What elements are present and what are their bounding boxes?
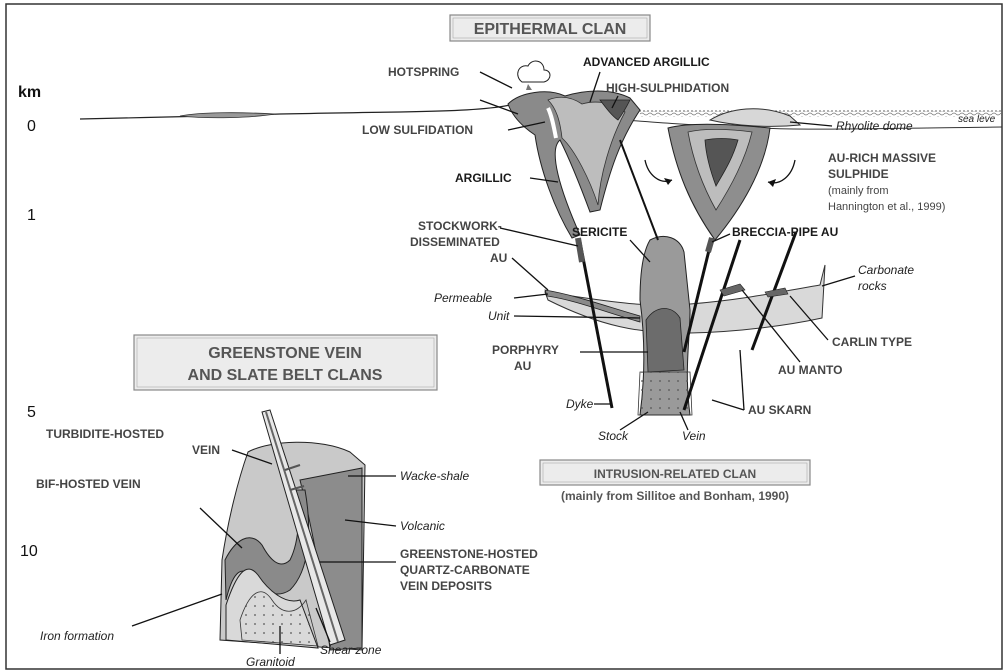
- label-low-sulfidation: LOW SULFIDATION: [362, 123, 473, 137]
- epithermal-clan-box: EPITHERMAL CLAN: [450, 15, 650, 41]
- label-carbonate-1: Carbonate: [858, 263, 914, 277]
- label-bif: BIF-HOSTED VEIN: [36, 477, 141, 491]
- epithermal-clan-title: EPITHERMAL CLAN: [474, 21, 627, 38]
- label-turbidite-2: VEIN: [192, 443, 220, 457]
- scale-unit: km: [18, 84, 41, 101]
- label-rhyolite-dome: Rhyolite dome: [836, 119, 913, 133]
- label-stockwork-3: AU: [490, 251, 507, 265]
- label-au-manto: AU MANTO: [778, 363, 842, 377]
- label-greenstone-hosted-3: VEIN DEPOSITS: [400, 579, 492, 593]
- label-unit: Unit: [488, 309, 510, 323]
- scale-tick-5: 5: [27, 404, 36, 421]
- intrusion-clan-source: (mainly from Sillitoe and Bonham, 1990): [561, 489, 789, 503]
- label-breccia-pipe: BRECCIA-PIPE AU: [732, 225, 838, 239]
- label-greenstone-hosted-1: GREENSTONE-HOSTED: [400, 547, 538, 561]
- scale-tick-0: 0: [27, 118, 36, 135]
- label-wacke-shale: Wacke-shale: [400, 469, 469, 483]
- label-stockwork-2: DISSEMINATED: [410, 235, 500, 249]
- greenstone-clan-title-line2: AND SLATE BELT CLANS: [188, 367, 383, 384]
- label-shear-zone: Shear zone: [320, 643, 382, 657]
- label-turbidite-1: TURBIDITE-HOSTED: [46, 427, 164, 441]
- label-massive-sulphide-4: Hannington et al., 1999): [828, 201, 945, 213]
- label-massive-sulphide-3: (mainly from: [828, 185, 889, 197]
- greenstone-clan-title-line1: GREENSTONE VEIN: [208, 345, 362, 362]
- intrusion-clan-title: INTRUSION-RELATED CLAN: [594, 467, 756, 481]
- label-volcanic: Volcanic: [400, 519, 445, 533]
- scale-tick-1: 1: [27, 207, 36, 224]
- label-permeable: Permeable: [434, 291, 492, 305]
- label-argillic: ARGILLIC: [455, 171, 512, 185]
- label-au-skarn: AU SKARN: [748, 403, 811, 417]
- label-stockwork-1: STOCKWORK-: [418, 219, 502, 233]
- label-carlin: CARLIN TYPE: [832, 335, 912, 349]
- label-hotspring: HOTSPRING: [388, 65, 459, 79]
- label-dyke: Dyke: [566, 397, 594, 411]
- label-stock: Stock: [598, 429, 629, 443]
- label-greenstone-hosted-2: QUARTZ-CARBONATE: [400, 563, 530, 577]
- scale-tick-10: 10: [20, 543, 38, 560]
- label-high-sulphidation: HIGH-SULPHIDATION: [606, 81, 729, 95]
- intrusion-clan-box: INTRUSION-RELATED CLAN (mainly from Sill…: [540, 460, 810, 503]
- label-massive-sulphide-1: AU-RICH MASSIVE: [828, 151, 936, 165]
- label-carbonate-2: rocks: [858, 279, 887, 293]
- label-sea-level: sea leve: [958, 114, 996, 125]
- label-porphyry-1: PORPHYRY: [492, 343, 559, 357]
- label-sericite: SERICITE: [572, 225, 627, 239]
- label-advanced-argillic: ADVANCED ARGILLIC: [583, 55, 710, 69]
- label-granitoid: Granitoid: [246, 655, 295, 669]
- label-vein: Vein: [682, 429, 706, 443]
- label-massive-sulphide-2: SULPHIDE: [828, 167, 889, 181]
- label-iron-formation: Iron formation: [40, 629, 114, 643]
- label-porphyry-2: AU: [514, 359, 531, 373]
- greenstone-clan-box: GREENSTONE VEIN AND SLATE BELT CLANS: [134, 335, 437, 390]
